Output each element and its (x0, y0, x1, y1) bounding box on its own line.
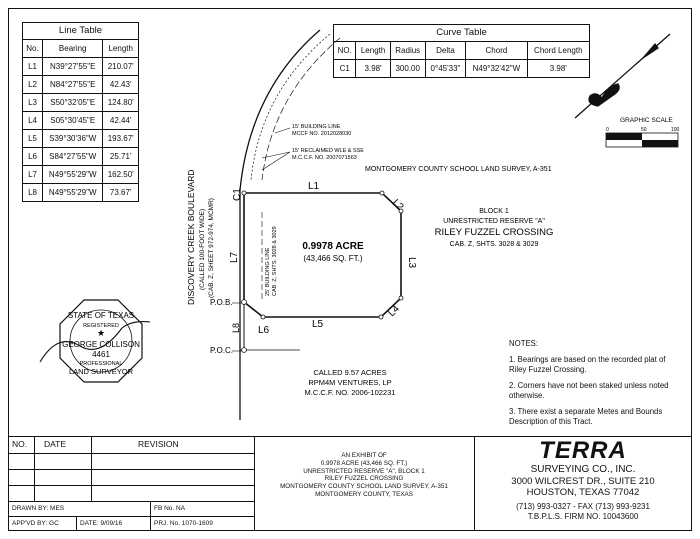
seal-professional: PROFESSIONAL (80, 361, 123, 367)
curve-table-row-cell: N49°32'42"W (465, 59, 528, 78)
curve-table: Curve Table NO. Length Radius Delta Chor… (332, 24, 591, 78)
curve-table-title: Curve Table (333, 24, 590, 41)
note-item: 2. Corners have not been staked unless n… (509, 381, 669, 400)
survey-drawing: GRAPHIC SCALE 0 50 100 L1 L2 L3 L4 L5 (39, 29, 680, 420)
graphic-scale-tick: 0 (606, 127, 609, 133)
line-table-row-cell: 73.67' (102, 183, 139, 202)
exhibit-line: RILEY FUZZEL CROSSING (324, 475, 404, 483)
exhibit-line: MONTGOMERY COUNTY SCHOOL LAND SURVEY, A-… (280, 483, 448, 491)
building-line-15-ref: MCCF NO. 2012028030 (292, 131, 351, 137)
title-block: NO. DATE REVISION DRAWN BY: MES FB No. N… (8, 436, 692, 531)
curve-table-row-cell: C1 (332, 59, 357, 78)
seal-star-icon: ★ (97, 328, 105, 338)
revision-header-date: DATE (44, 439, 67, 449)
company-sub: SURVEYING CO., INC. (530, 464, 636, 475)
corner-markers (241, 190, 404, 353)
survey-name: MONTGOMERY COUNTY SCHOOL LAND SURVEY, A-… (365, 166, 552, 173)
exhibit-line: 0.9978 ACRE (43,466 SQ. FT.) (320, 459, 408, 467)
date: DATE: 9/09/16 (80, 520, 123, 527)
signature-scribble (39, 321, 151, 363)
note-item: 1. Bearings are based on the recorded pl… (509, 355, 666, 374)
seal-name: GEORGE COLLISON (62, 340, 140, 349)
tract-area-sqft: (43,466 SQ. FT.) (303, 254, 362, 263)
label-l1: L1 (308, 181, 320, 192)
company-firm-no: T.B.P.L.S. FIRM NO. 10043600 (527, 512, 639, 521)
company-block: TERRA SURVEYING CO., INC. 3000 WILCREST … (474, 438, 692, 522)
graphic-scale-title: GRAPHIC SCALE (620, 117, 673, 124)
label-l8: L8 (231, 323, 241, 333)
prj-no: PRJ. No. 1070-1609 (154, 520, 213, 527)
revision-header-no: NO. (12, 439, 28, 449)
called-ref: M.C.C.F. NO. 2006-102231 (305, 388, 396, 397)
label-c1: C1 (232, 188, 243, 201)
label-l2: L2 (390, 197, 406, 213)
exhibit-line: AN EXHIBIT OF (341, 452, 387, 459)
notes-section: NOTES: 1. Bearings are based on the reco… (509, 339, 684, 433)
seal-bottom: LAND SURVEYOR (69, 367, 134, 376)
wle-ref: M.C.C.F. NO. 2007071563 (292, 155, 357, 161)
north-arrow-icon (574, 33, 671, 119)
leader-lines (261, 127, 291, 171)
road-ref: (CAB. Z, SHEET 972-974, MCMR) (208, 198, 215, 298)
graphic-scale: GRAPHIC SCALE 0 50 100 (605, 117, 680, 148)
wle-label: 15' RECLAIMED WLE & SSE (292, 148, 364, 154)
tract-boundary (243, 192, 402, 318)
company-phone: (713) 993-0327 - FAX (713) 993-9231 (516, 502, 650, 511)
tract-area-acres: 0.9978 ACRE (302, 241, 364, 252)
fb-no: FB No. NA (154, 505, 186, 512)
seal-top: STATE OF TEXAS (68, 311, 134, 320)
road-name: DISCOVERY CREEK BOULEVARD (186, 169, 196, 305)
company-address-2: HOUSTON, TEXAS 77042 (526, 487, 640, 498)
building-line-25-ref: CAB. Z, SHTS. 3028 & 3029 (272, 226, 278, 296)
company-logo: TERRA (539, 437, 627, 464)
exhibit-line: MONTGOMERY COUNTY, TEXAS (315, 490, 413, 498)
building-line-15-label: 15' BUILDING LINE (292, 124, 341, 130)
company-address-1: 3000 WILCREST DR., SUITE 210 (511, 476, 655, 487)
graphic-scale-tick: 50 (641, 127, 647, 133)
revision-header-revision: REVISION (138, 439, 179, 449)
exhibit-line: UNRESTRICTED RESERVE "A", BLOCK 1 (303, 467, 425, 475)
surveyor-seal: STATE OF TEXAS REGISTERED ★ GEORGE COLLI… (39, 299, 151, 383)
drawing-frame (8, 8, 692, 531)
drawn-by: DRAWN BY: MES (12, 505, 65, 512)
called-tract: CALLED 9.57 ACRES (313, 368, 386, 377)
curve-table-row-cell: 300.00 (389, 59, 426, 78)
curve-table-row-cell: 3.98' (526, 59, 591, 78)
block-reserve: UNRESTRICTED RESERVE "A" (443, 218, 545, 225)
line-table-row-cell: N49°55'29"W (42, 183, 104, 202)
graphic-scale-tick: 100 (671, 127, 680, 133)
curve-table-row-cell: 3.98' (355, 59, 391, 78)
appvd-by: APP'VD BY: GC (12, 520, 59, 527)
label-l6: L6 (258, 325, 270, 336)
seal-registered: REGISTERED (83, 323, 119, 329)
block-title: BLOCK 1 (479, 208, 509, 215)
block-name: RILEY FUZZEL CROSSING (435, 227, 554, 238)
label-l7: L7 (229, 251, 240, 263)
pob-label: P.O.B. (210, 298, 233, 307)
road-lines (239, 29, 341, 420)
block-ref: CAB. Z, SHTS. 3028 & 3029 (450, 241, 539, 248)
notes-title: NOTES: (509, 339, 539, 348)
line-table-title: Line Table (22, 22, 139, 39)
label-l5: L5 (312, 319, 324, 330)
poc-label: P.O.C. (210, 346, 233, 355)
label-l4: L4 (386, 303, 402, 319)
called-owner: RPM4M VENTURES, LP (308, 378, 391, 387)
building-line-25-label: 25' BUILDING LINE (265, 247, 271, 296)
label-l3: L3 (406, 257, 417, 269)
exhibit-title: AN EXHIBIT OF 0.9978 ACRE (43,466 SQ. FT… (254, 452, 474, 499)
road-width: (CALLED 100-FOOT WIDE) (199, 209, 206, 290)
seal-number: 4461 (92, 350, 110, 359)
note-item: 3. There exist a separate Metes and Boun… (509, 407, 663, 426)
